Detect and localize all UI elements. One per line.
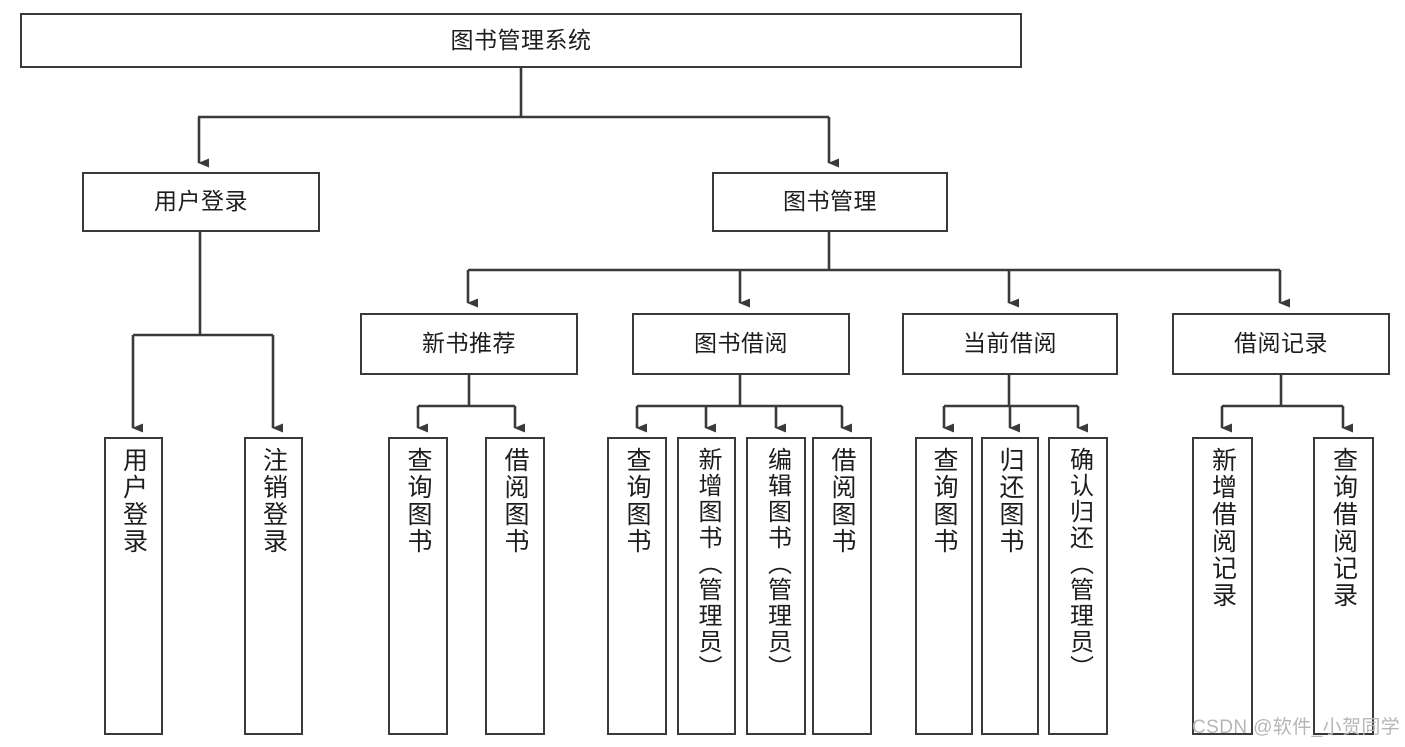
node-new-book-rec-label: 新书推荐	[422, 330, 516, 357]
node-leaf-query-book-1-label: 查询图书	[404, 447, 432, 555]
node-book-manage-label: 图书管理	[783, 188, 877, 215]
watermark-text: CSDN @软件_小贺同学	[1192, 717, 1401, 738]
node-leaf-user-login-label: 用户登录	[119, 447, 148, 555]
node-book-borrow-label: 图书借阅	[694, 330, 788, 357]
node-leaf-query-book-2[interactable]: 查询图书	[607, 437, 667, 735]
node-user-login-label: 用户登录	[154, 188, 248, 215]
node-leaf-borrow-book-1-label: 借阅图书	[501, 447, 529, 555]
node-leaf-logout-login[interactable]: 注销登录	[244, 437, 303, 735]
node-leaf-query-book-2-label: 查询图书	[623, 447, 651, 555]
node-current-borrow[interactable]: 当前借阅	[902, 313, 1118, 375]
node-leaf-confirm-return[interactable]: 确认归还（管理员）	[1048, 437, 1108, 735]
node-leaf-borrow-book-2-label: 借阅图书	[828, 447, 856, 555]
node-user-login[interactable]: 用户登录	[82, 172, 320, 232]
node-root-label: 图书管理系统	[450, 26, 592, 53]
node-leaf-return-book-label: 归还图书	[996, 447, 1024, 555]
node-leaf-confirm-return-label: 确认归还（管理员）	[1065, 447, 1093, 681]
node-leaf-query-book-3-label: 查询图书	[930, 447, 958, 555]
node-current-borrow-label: 当前借阅	[963, 330, 1057, 357]
node-leaf-borrow-book-1[interactable]: 借阅图书	[485, 437, 545, 735]
node-book-borrow[interactable]: 图书借阅	[632, 313, 850, 375]
node-new-book-rec[interactable]: 新书推荐	[360, 313, 578, 375]
node-leaf-user-login[interactable]: 用户登录	[104, 437, 163, 735]
node-book-manage[interactable]: 图书管理	[712, 172, 948, 232]
node-root[interactable]: 图书管理系统	[20, 13, 1022, 68]
node-leaf-add-record[interactable]: 新增借阅记录	[1192, 437, 1253, 735]
node-leaf-add-book-label: 新增图书（管理员）	[693, 447, 721, 681]
node-leaf-query-record-label: 查询借阅记录	[1329, 447, 1358, 609]
node-leaf-logout-login-label: 注销登录	[259, 447, 288, 555]
node-leaf-edit-book-label: 编辑图书（管理员）	[763, 447, 791, 681]
node-leaf-add-record-label: 新增借阅记录	[1208, 447, 1237, 609]
node-leaf-return-book[interactable]: 归还图书	[981, 437, 1039, 735]
node-leaf-borrow-book-2[interactable]: 借阅图书	[812, 437, 872, 735]
node-borrow-record-label: 借阅记录	[1234, 330, 1328, 357]
node-leaf-query-book-1[interactable]: 查询图书	[388, 437, 448, 735]
node-leaf-query-record[interactable]: 查询借阅记录	[1313, 437, 1374, 735]
node-leaf-edit-book[interactable]: 编辑图书（管理员）	[746, 437, 806, 735]
node-borrow-record[interactable]: 借阅记录	[1172, 313, 1390, 375]
node-leaf-query-book-3[interactable]: 查询图书	[915, 437, 973, 735]
node-leaf-add-book[interactable]: 新增图书（管理员）	[677, 437, 736, 735]
